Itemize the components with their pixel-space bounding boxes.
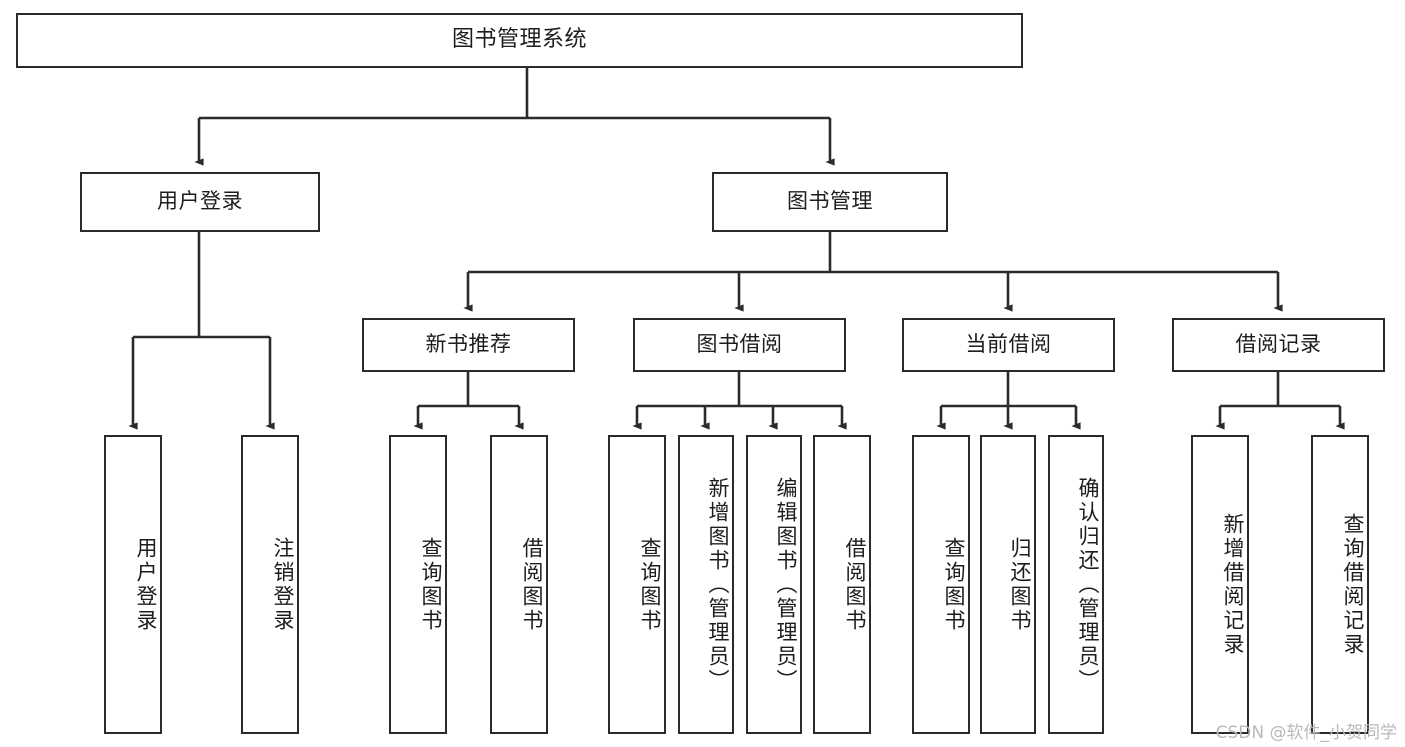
node-label: 注销登录 [271,536,295,633]
node-root-book-management-system[interactable]: 图书管理系统 [16,13,1023,68]
node-label: 借阅图书 [520,536,544,633]
node-label: 图书管理系统 [451,27,587,53]
node-borrow-record[interactable]: 借阅记录 [1172,318,1385,372]
leaf-user-login-logout[interactable]: 注销登录 [241,435,299,734]
leaf-book-borrow-add-book-admin[interactable]: 新增图书（管理员） [678,435,734,734]
leaf-new-book-borrow-book[interactable]: 借阅图书 [490,435,548,734]
node-label: 编辑图书（管理员） [774,476,798,693]
leaf-user-login-user-login[interactable]: 用户登录 [104,435,162,734]
node-label: 查询图书 [942,536,966,633]
node-label: 确认归还（管理员） [1076,476,1100,693]
leaf-current-borrow-confirm-return-admin[interactable]: 确认归还（管理员） [1048,435,1104,734]
node-label: 用户登录 [157,189,243,214]
node-label: 查询图书 [638,536,662,633]
leaf-book-borrow-edit-book-admin[interactable]: 编辑图书（管理员） [746,435,802,734]
leaf-book-borrow-query-book[interactable]: 查询图书 [608,435,666,734]
node-label: 新增图书（管理员） [706,476,730,693]
node-user-login[interactable]: 用户登录 [80,172,320,232]
node-label: 查询借阅记录 [1341,512,1365,657]
node-label: 用户登录 [134,536,158,633]
node-label: 当前借阅 [965,332,1052,357]
leaf-current-borrow-return-book[interactable]: 归还图书 [980,435,1036,734]
node-label: 查询图书 [419,536,443,633]
csdn-watermark: CSDN @软件_小贺同学 [1215,723,1397,743]
node-label: 新书推荐 [425,332,512,357]
node-label: 借阅记录 [1235,332,1322,357]
node-label: 借阅图书 [843,536,867,633]
node-new-book-recommend[interactable]: 新书推荐 [362,318,575,372]
node-label: 图书管理 [787,189,873,214]
leaf-borrow-record-query-record[interactable]: 查询借阅记录 [1311,435,1369,734]
node-label: 新增借阅记录 [1221,512,1245,657]
node-book-management[interactable]: 图书管理 [712,172,948,232]
node-label: 图书借阅 [696,332,783,357]
leaf-borrow-record-add-record[interactable]: 新增借阅记录 [1191,435,1249,734]
node-current-borrow[interactable]: 当前借阅 [902,318,1115,372]
leaf-new-book-query-book[interactable]: 查询图书 [389,435,447,734]
leaf-book-borrow-borrow-book[interactable]: 借阅图书 [813,435,871,734]
node-label: 归还图书 [1008,536,1032,633]
leaf-current-borrow-query-book[interactable]: 查询图书 [912,435,970,734]
node-book-borrow[interactable]: 图书借阅 [633,318,846,372]
